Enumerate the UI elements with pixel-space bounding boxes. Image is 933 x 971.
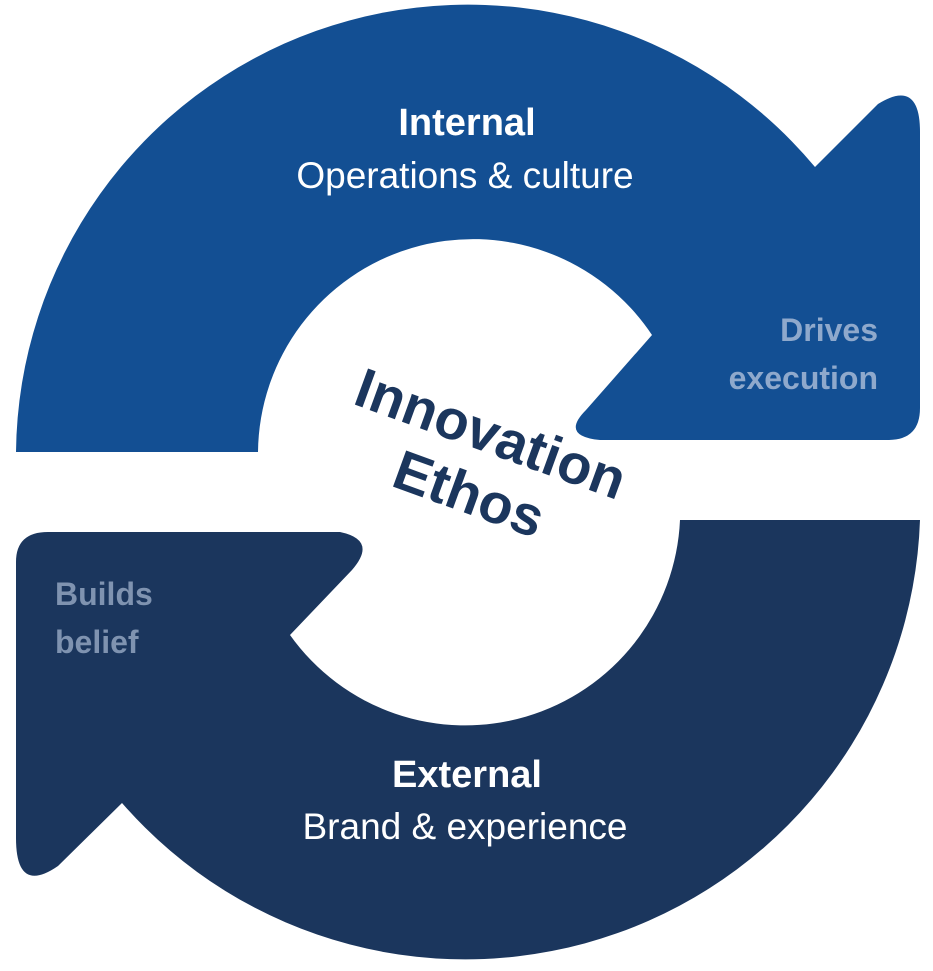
external-note: Builds belief (55, 570, 255, 666)
internal-subtitle: Operations & culture (296, 155, 634, 196)
internal-note-line1: Drives (780, 312, 878, 348)
external-note-line1: Builds (55, 576, 153, 612)
internal-arrow (16, 4, 920, 453)
internal-title: Internal (398, 102, 536, 144)
internal-note-line2: execution (728, 360, 878, 396)
internal-note: Drives execution (690, 306, 878, 402)
external-subtitle: Brand & experience (302, 806, 628, 847)
external-title: External (392, 754, 542, 796)
external-note-line2: belief (55, 624, 139, 660)
external-arrow (16, 520, 920, 960)
